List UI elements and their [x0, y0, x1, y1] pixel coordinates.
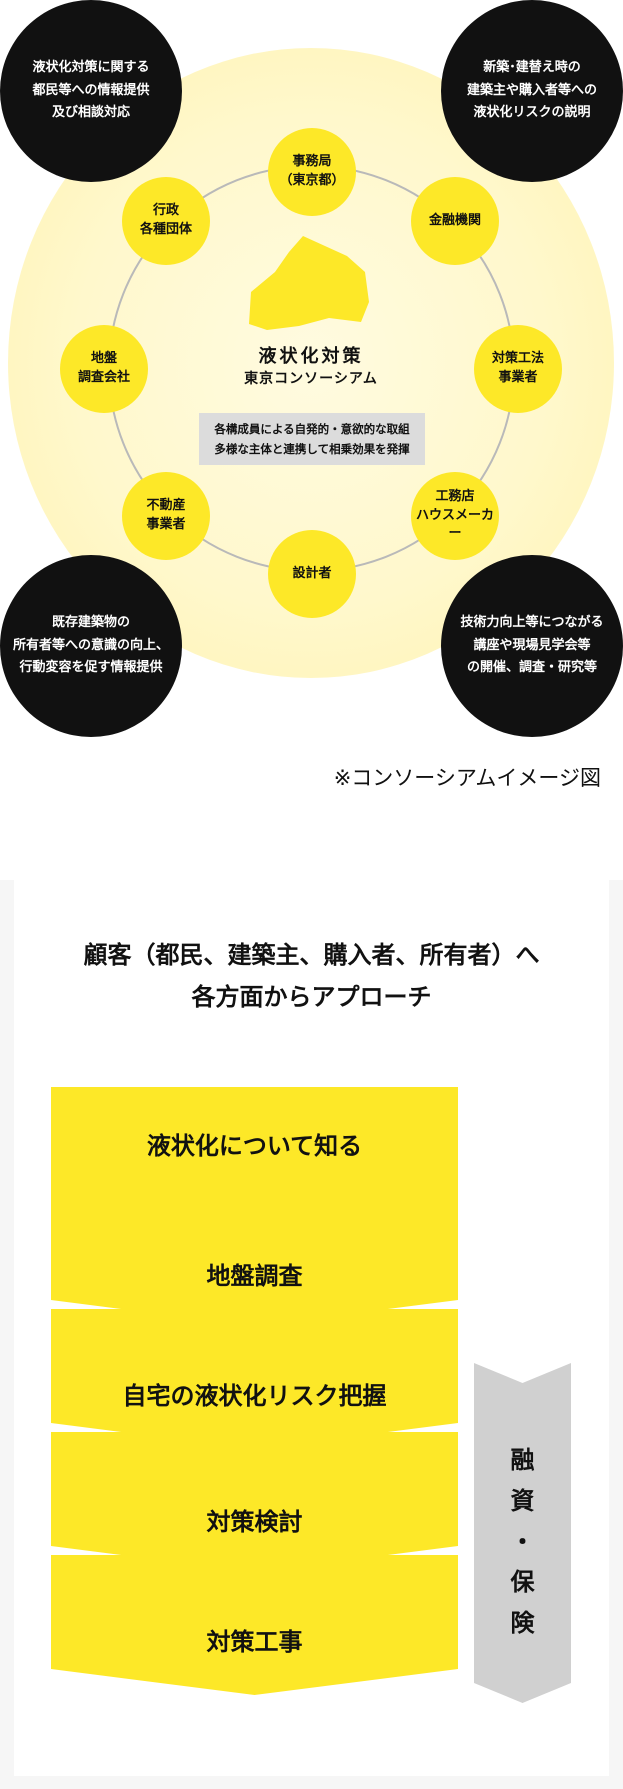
consortium-title: 液状化対策 — [258, 346, 364, 367]
activity-awareness: 既存建築物の 所有者等への意識の向上、 行動変容を促す情報提供 — [0, 555, 182, 737]
step-arrow — [51, 1432, 458, 1572]
member-countermeasure-contractors: 対策工法 事業者 — [474, 325, 562, 413]
member-real-estate: 不動産 事業者 — [122, 472, 210, 560]
activity-training-research: 技術力向上等につながる 講座や現場見学会等 の開催、調査・研究等 — [441, 555, 623, 737]
member-designers: 設計者 — [268, 530, 356, 618]
member-ground-survey: 地盤 調査会社 — [60, 325, 148, 413]
step-risk-assessment: 自宅の液状化リスク把握 — [122, 1382, 387, 1410]
member-government: 行政 各種団体 — [122, 177, 210, 265]
step-ground-survey: 地盤調査 — [206, 1262, 303, 1290]
member-secretariat: 事務局 （東京都） — [268, 128, 356, 216]
finance-insurance-arrow — [474, 1363, 571, 1703]
member-builders: 工務店 ハウスメーカー — [411, 472, 499, 560]
activity-risk-explanation: 新築･建替え時の 建築主や購入者等への 液状化リスクの説明 — [441, 0, 623, 182]
consortium-description: 各構成員による自発的・意欲的な取組 多様な主体と連携して相乗効果を発揮 — [199, 413, 425, 465]
step-learn-liquefaction: 液状化について知る — [146, 1132, 363, 1160]
activity-info-consultation: 液状化対策に関する 都民等への情報提供 及び相談対応 — [0, 0, 182, 182]
finance-insurance-label: 融 資 ・ 保 険 — [510, 1446, 535, 1638]
step-countermeasure-works: 対策工事 — [206, 1628, 303, 1656]
step-countermeasure-study: 対策検討 — [206, 1508, 303, 1536]
consortium-subtitle: 東京コンソーシアム — [244, 371, 378, 387]
step-arrow — [51, 1309, 458, 1449]
member-financial-institutions: 金融機関 — [411, 177, 499, 265]
tokyo-map-icon — [249, 236, 369, 330]
step-arrow — [51, 1555, 458, 1695]
step-arrow — [51, 1186, 458, 1326]
approach-heading: 顧客（都民、建築主、購入者、所有者）へ 各方面からアプローチ — [83, 941, 540, 1011]
diagram-caption: ※コンソーシアムイメージ図 — [333, 766, 601, 790]
